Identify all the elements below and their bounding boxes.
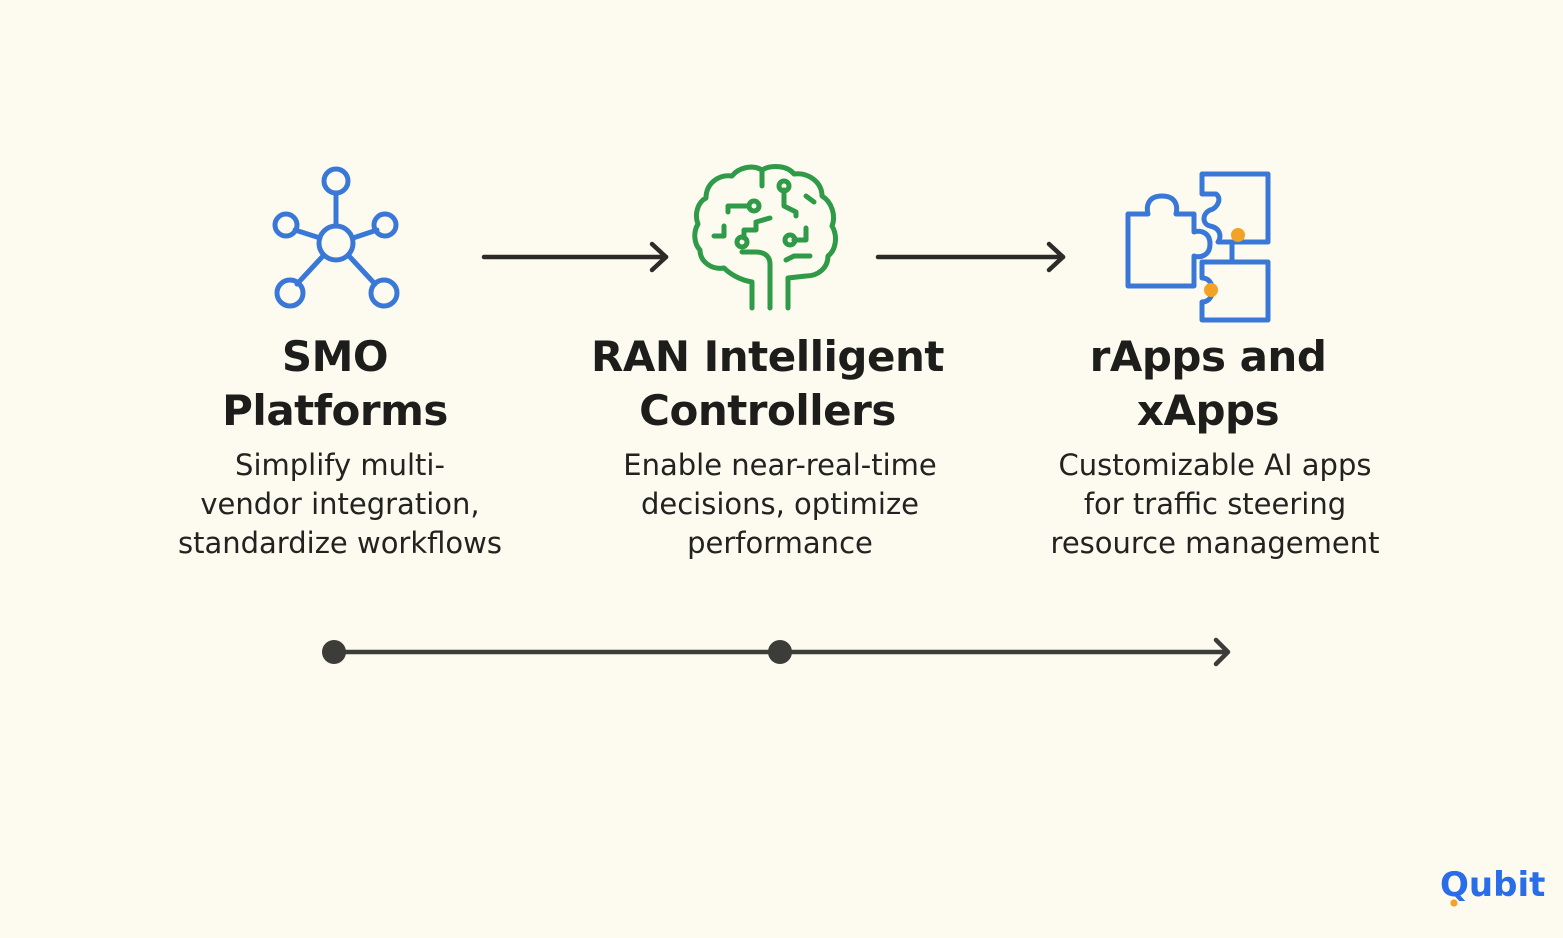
title-line: RAN Intelligent bbox=[591, 332, 944, 381]
desc-line: decisions, optimize bbox=[640, 487, 920, 521]
step-title-apps: rApps and xApps bbox=[1058, 330, 1358, 438]
title-line: Controllers bbox=[639, 386, 896, 435]
brain-circuit-icon bbox=[692, 164, 838, 311]
desc-line: Simplify multi- bbox=[235, 448, 445, 482]
step-desc-smo: Simplify multi- vendor integration, stan… bbox=[150, 446, 530, 563]
desc-line: vendor integration, bbox=[200, 487, 480, 521]
desc-line: resource management bbox=[1050, 526, 1380, 560]
step-title-smo: SMO Platforms bbox=[185, 330, 485, 438]
step-desc-ric: Enable near-real-time decisions, optimiz… bbox=[590, 446, 970, 563]
puzzle-pieces-icon bbox=[1125, 171, 1271, 323]
desc-line: standardize workflows bbox=[178, 526, 502, 560]
title-line: xApps bbox=[1136, 386, 1280, 435]
timeline bbox=[322, 637, 1231, 667]
timeline-dot-1 bbox=[322, 640, 346, 664]
desc-line: Enable near-real-time bbox=[623, 448, 937, 482]
step-title-ric: RAN Intelligent Controllers bbox=[585, 330, 950, 438]
flow-arrow-2 bbox=[875, 241, 1066, 273]
network-hub-icon bbox=[272, 166, 400, 309]
title-line: Platforms bbox=[222, 386, 448, 435]
desc-line: performance bbox=[687, 526, 873, 560]
timeline-dot-2 bbox=[768, 640, 792, 664]
title-line: SMO bbox=[281, 332, 389, 381]
qubit-logo: Qubit bbox=[1440, 865, 1545, 907]
desc-line: for traffic steering bbox=[1083, 487, 1347, 521]
flow-arrow-1 bbox=[481, 241, 669, 273]
title-line: rApps and bbox=[1089, 332, 1327, 381]
step-desc-apps: Customizable AI apps for traffic steerin… bbox=[1015, 446, 1415, 563]
logo-text: Qubit bbox=[1440, 865, 1545, 905]
desc-line: Customizable AI apps bbox=[1058, 448, 1372, 482]
